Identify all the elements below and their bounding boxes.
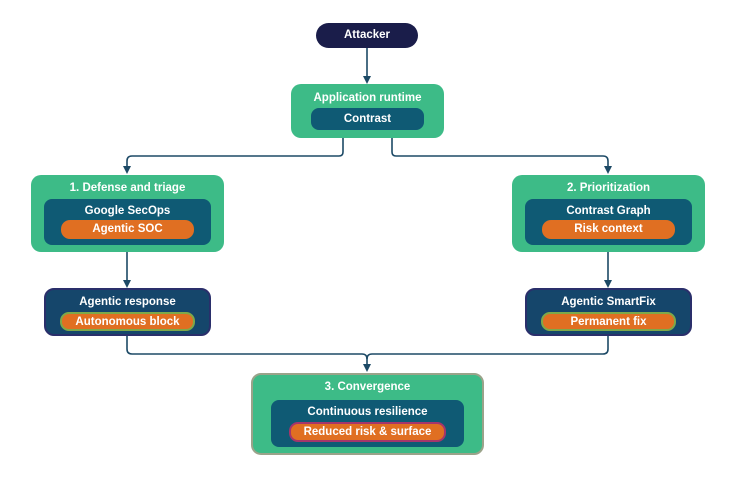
prioritization-title: 2. Prioritization [566,182,651,194]
agentic-smartfix-title: Agentic SmartFix [561,296,656,308]
risk-context-label: Risk context [574,223,643,235]
agentic-response-title: Agentic response [79,296,176,308]
permanent-fix-label: Permanent fix [570,316,647,328]
continuous-resilience-label: Continuous resilience [307,406,428,418]
defense-triage-title: 1. Defense and triage [69,182,186,194]
agentic-response-card: Agentic response Autonomous block [44,288,211,336]
runtime-title: Application runtime [313,92,422,104]
contrast-label: Contrast [343,113,392,125]
reduced-risk-label: Reduced risk & surface [303,426,432,438]
smartfix-to-convergence-line [366,336,609,360]
runtime-to-right-arrow [391,138,612,174]
continuous-resilience-card: Continuous resilience Reduced risk & sur… [271,400,464,447]
response-to-convergence-line [126,336,371,372]
attacker-label: Attacker [343,29,391,41]
attacker-node: Attacker [316,23,418,48]
permanent-fix-pill: Permanent fix [541,312,676,331]
autonomous-block-pill: Autonomous block [60,312,195,331]
reduced-risk-pill: Reduced risk & surface [289,422,446,442]
prioritization-card: 2. Prioritization Contrast Graph Risk co… [512,175,705,252]
convergence-title: 3. Convergence [324,381,411,393]
autonomous-block-label: Autonomous block [75,316,180,328]
runtime-card: Application runtime Contrast [291,84,444,138]
contrast-graph-label: Contrast Graph [566,205,651,217]
google-secops-label: Google SecOps [84,205,171,217]
agentic-soc-pill: Agentic SOC [61,220,194,239]
convergence-card: 3. Convergence Continuous resilience Red… [251,373,484,455]
google-secops-card: Google SecOps Agentic SOC [44,199,211,245]
agentic-smartfix-card: Agentic SmartFix Permanent fix [525,288,692,336]
contrast-graph-card: Contrast Graph Risk context [525,199,692,245]
runtime-to-left-arrow [123,138,344,174]
contrast-node: Contrast [311,108,424,130]
agentic-soc-label: Agentic SOC [92,223,163,235]
risk-context-pill: Risk context [542,220,675,239]
defense-triage-card: 1. Defense and triage Google SecOps Agen… [31,175,224,252]
